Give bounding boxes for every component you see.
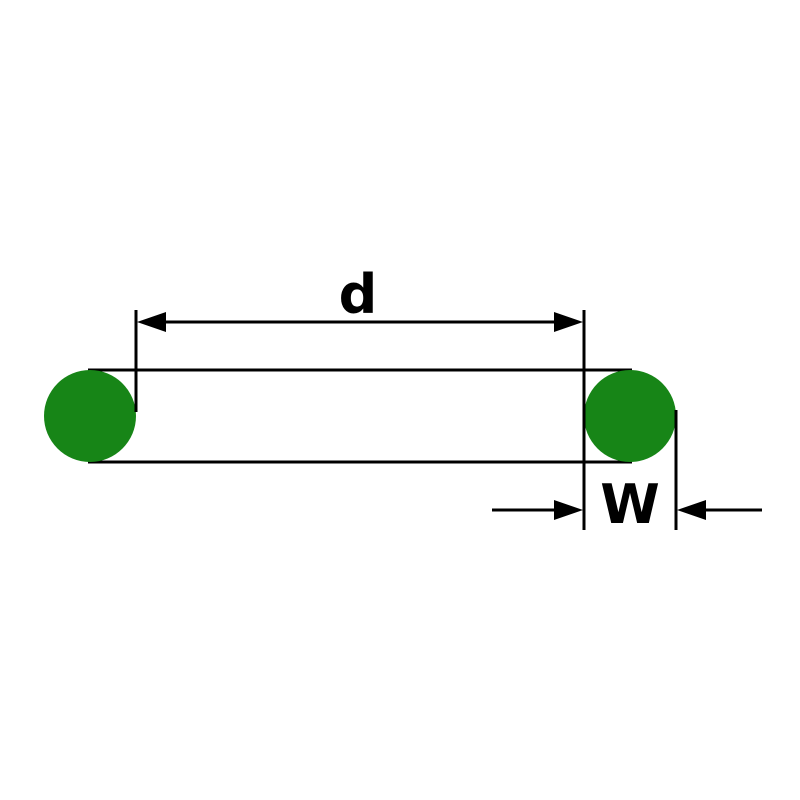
oring-cross-section-right (584, 370, 676, 462)
diameter-arrowhead-left-icon (137, 312, 166, 332)
diameter-arrowhead-right-icon (554, 312, 583, 332)
diameter-label: d (339, 263, 378, 326)
width-arrowhead-right-icon (677, 500, 706, 520)
width-label: W (600, 473, 660, 536)
width-arrowhead-left-icon (554, 500, 583, 520)
oring-cross-section-left (44, 370, 136, 462)
